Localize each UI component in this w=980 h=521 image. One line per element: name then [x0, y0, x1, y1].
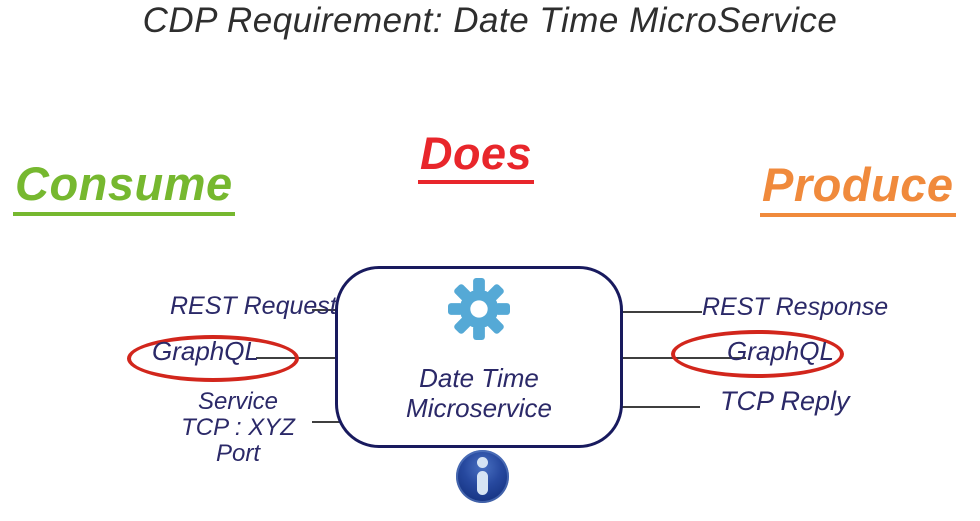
label-service-line1: Service	[197, 388, 279, 415]
microservice-name: Date Time Microservice	[338, 363, 620, 423]
connector-rest-request	[312, 309, 337, 311]
connector-service-tcp	[312, 421, 341, 423]
info-icon-dot	[477, 457, 488, 468]
label-rest-response: REST Response	[702, 293, 889, 321]
info-icon	[456, 450, 509, 503]
page-title: CDP Requirement: Date Time MicroService	[142, 1, 838, 40]
connector-tcp-reply	[620, 406, 700, 408]
does-heading: Does	[418, 128, 535, 185]
label-service-line2: TCP : XYZ Port	[181, 414, 295, 467]
connector-rest-response	[622, 311, 702, 313]
microservice-name-line2: Microservice	[406, 393, 552, 423]
label-graphql-consume: GraphQL	[152, 336, 259, 366]
graphql-highlight-ellipse-right	[671, 330, 844, 378]
gear-icon	[448, 278, 510, 340]
consume-heading: Consume	[13, 157, 235, 216]
microservice-name-line1: Date Time	[419, 363, 539, 393]
microservice-box: Date Time Microservice	[335, 266, 623, 448]
produce-heading: Produce	[760, 158, 956, 217]
label-rest-request: REST Request	[170, 292, 337, 320]
info-icon-stem	[477, 471, 488, 495]
label-tcp-reply: TCP Reply	[720, 386, 850, 416]
label-graphql-produce: GraphQL	[727, 336, 834, 366]
label-service-tcp: Service TCP : XYZ Port	[167, 389, 309, 467]
graphql-highlight-ellipse-left	[127, 335, 299, 382]
